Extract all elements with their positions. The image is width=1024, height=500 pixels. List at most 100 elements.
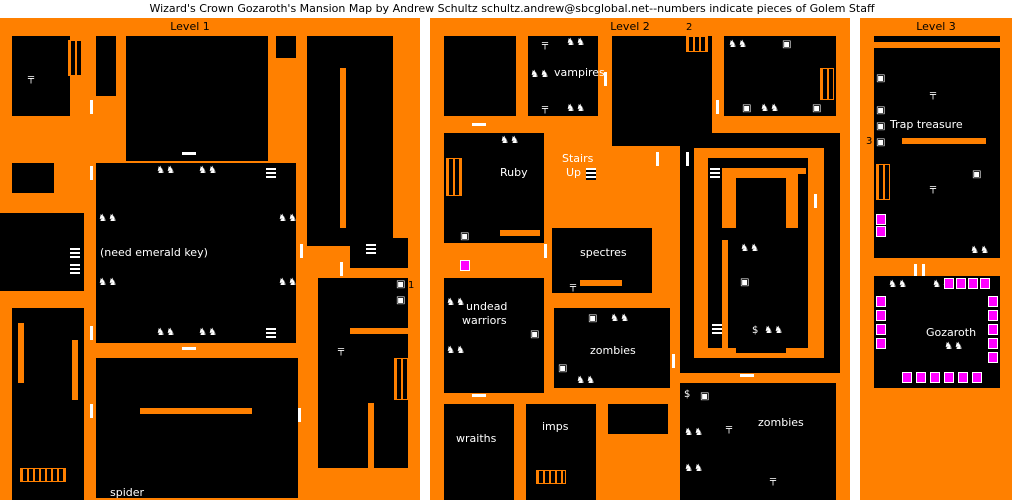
treasure-icon: ▣ — [740, 277, 751, 288]
table-icon: ╤ — [542, 103, 550, 114]
treasure-icon: ▣ — [972, 169, 983, 180]
room — [126, 36, 268, 161]
stairs-icon — [266, 168, 276, 180]
door — [90, 326, 93, 340]
fence — [686, 36, 708, 52]
level-1-title: Level 1 — [170, 20, 210, 33]
table-icon: ╤ — [542, 39, 550, 50]
monster-group-icon: ♞♞ — [566, 103, 586, 114]
room — [874, 36, 1000, 42]
treasure-icon: ▣ — [558, 363, 569, 374]
door — [922, 264, 925, 276]
undead-room — [444, 278, 544, 393]
room — [350, 238, 408, 268]
wall — [930, 258, 1000, 276]
room-label-vampires: vampires — [554, 66, 605, 79]
staff-piece-number: 2 — [686, 22, 693, 33]
door — [90, 404, 93, 418]
door — [182, 152, 196, 155]
magic-chest-icon — [988, 296, 998, 307]
room-label-spider: spider — [110, 486, 145, 499]
wall — [140, 408, 252, 414]
gozaroth-room — [874, 276, 1000, 388]
room — [12, 36, 70, 116]
door — [544, 244, 547, 258]
level-2-panel: Level 2 ╤ ♞♞ ♞♞ ╤ ♞♞ ♞♞ ▣ ▣ ♞♞ ▣ ♞♞ ▣ ♞♞… — [430, 18, 850, 500]
door — [182, 347, 196, 350]
wall — [368, 403, 374, 473]
room — [612, 36, 712, 146]
wall — [72, 340, 78, 400]
room — [96, 36, 116, 96]
magic-chest-icon — [876, 296, 886, 307]
door — [472, 123, 486, 126]
magic-chest-icon — [876, 226, 886, 237]
wall — [500, 230, 540, 236]
door — [300, 244, 303, 258]
wall — [722, 240, 728, 350]
room — [12, 163, 54, 193]
monster-group-icon: ♞♞ — [684, 427, 704, 438]
staff-piece-number: 3 — [866, 136, 873, 147]
room-label-trap-treasure: Trap treasure — [890, 118, 963, 131]
door — [340, 262, 343, 276]
monster-group-icon: ♞♞ — [576, 375, 596, 386]
magic-chest-icon — [930, 372, 940, 383]
vampires-room — [528, 36, 598, 116]
treasure-icon: ▣ — [700, 391, 711, 402]
stairs-icon — [712, 324, 722, 336]
fence — [68, 40, 84, 76]
room — [276, 36, 296, 58]
wall — [18, 323, 24, 383]
imps-room — [526, 404, 596, 500]
room-label-emerald: (need emerald key) — [100, 246, 208, 259]
door — [656, 152, 659, 166]
room-label-up: Up — [566, 166, 582, 179]
table-icon: ╤ — [770, 475, 778, 486]
room-label-undead: undead — [466, 300, 508, 313]
treasure-icon: ▣ — [812, 103, 823, 114]
door — [740, 374, 754, 377]
treasure-icon: ▣ — [530, 329, 541, 340]
door — [472, 394, 486, 397]
wraiths-room — [444, 404, 514, 500]
room-label-ruby: Ruby — [500, 166, 528, 179]
treasure-icon: ▣ — [742, 103, 753, 114]
monster-group-icon: ♞♞ — [446, 345, 466, 356]
fence — [820, 68, 834, 100]
magic-chest-icon — [876, 214, 886, 225]
room — [724, 36, 836, 116]
table-icon: ╤ — [726, 423, 734, 434]
magic-chest-icon — [944, 372, 954, 383]
room-label-imps: imps — [542, 420, 569, 433]
monster-group-icon: ♞♞ — [98, 277, 118, 288]
table-icon: ╤ — [338, 345, 346, 356]
room — [736, 243, 786, 353]
monster-group-icon: ♞♞ — [278, 213, 298, 224]
room — [318, 278, 408, 468]
monster-group-icon: ♞♞ — [156, 165, 176, 176]
room — [608, 404, 668, 434]
monster-group-icon: ♞♞ — [98, 213, 118, 224]
wall — [750, 168, 806, 174]
treasure-icon: ▣ — [396, 295, 407, 306]
monster-group-icon: ♞♞ — [566, 37, 586, 48]
door — [298, 408, 301, 422]
magic-chest-icon — [980, 278, 990, 289]
stairs-icon — [266, 328, 276, 340]
door — [814, 194, 817, 208]
fence — [536, 470, 566, 484]
stairs-icon — [586, 168, 596, 180]
treasure-icon: ▣ — [876, 137, 887, 148]
room-label-wraiths: wraiths — [456, 432, 497, 445]
fence — [394, 358, 408, 400]
room-label-zombies-a: zombies — [590, 344, 636, 357]
magic-chest-icon — [916, 372, 926, 383]
room — [444, 36, 516, 116]
door — [716, 100, 719, 114]
room-label-spectres: spectres — [580, 246, 627, 259]
treasure-icon: ▣ — [460, 231, 471, 242]
treasure-icon: ▣ — [588, 313, 599, 324]
fence — [20, 468, 66, 482]
table-icon: ╤ — [570, 281, 578, 292]
